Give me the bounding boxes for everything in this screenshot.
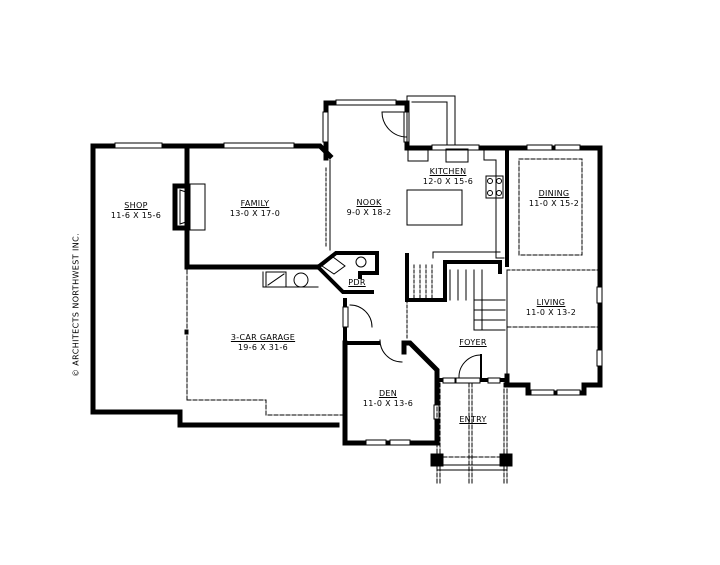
den-walls <box>342 298 440 446</box>
room-label-foyer: FOYER <box>459 338 486 348</box>
room-name: SHOP <box>124 201 148 210</box>
room-label-entry: ENTRY <box>459 415 486 425</box>
nook-walls <box>322 99 410 161</box>
room-label-nook: NOOK 9-0 X 18-2 <box>347 198 392 218</box>
room-name: DINING <box>538 189 570 198</box>
room-dimensions: 11-0 X 13-6 <box>362 399 414 408</box>
pdr-walls <box>315 251 379 294</box>
room-label-kitchen: KITCHEN 12-0 X 15-6 <box>423 167 473 187</box>
room-label-pdr: PDR <box>348 278 365 288</box>
room-name: FAMILY <box>240 199 270 208</box>
kitchen-walls <box>404 95 603 259</box>
room-dimensions: 11-6 X 15-6 <box>110 211 162 220</box>
room-dimensions: 12-0 X 15-6 <box>422 177 474 186</box>
room-name: ENTRY <box>459 415 487 424</box>
dining-living-walls <box>504 144 603 396</box>
room-label-shop: SHOP 11-6 X 15-6 <box>111 201 161 221</box>
room-label-garage: 3-CAR GARAGE 19-6 X 31-6 <box>231 333 295 353</box>
room-name: PDR <box>348 278 366 287</box>
room-name: DEN <box>378 389 398 398</box>
room-dimensions: 11-0 X 15-2 <box>528 199 580 208</box>
room-name: LIVING <box>536 298 566 307</box>
shop-walls <box>90 142 206 415</box>
room-label-living: LIVING 11-0 X 13-2 <box>526 298 576 318</box>
room-dimensions: 11-0 X 13-2 <box>525 308 577 317</box>
room-name: NOOK <box>356 198 382 207</box>
room-dimensions: 13-0 X 17-0 <box>229 209 281 218</box>
stairs <box>405 251 506 331</box>
room-dimensions: 19-6 X 31-6 <box>237 343 289 352</box>
entry-walls <box>430 354 513 486</box>
room-name: 3-CAR GARAGE <box>230 333 296 342</box>
room-label-dining: DINING 11-0 X 15-2 <box>529 189 579 209</box>
copyright-text: © ARCHITECTS NORTHWEST INC. <box>71 232 81 378</box>
garage-walls <box>105 269 346 428</box>
room-name: KITCHEN <box>429 167 467 176</box>
room-label-family: FAMILY 13-0 X 17-0 <box>230 199 280 219</box>
room-dimensions: 9-0 X 18-2 <box>346 208 392 217</box>
room-name: FOYER <box>459 338 487 347</box>
room-label-den: DEN 11-0 X 13-6 <box>363 389 413 409</box>
